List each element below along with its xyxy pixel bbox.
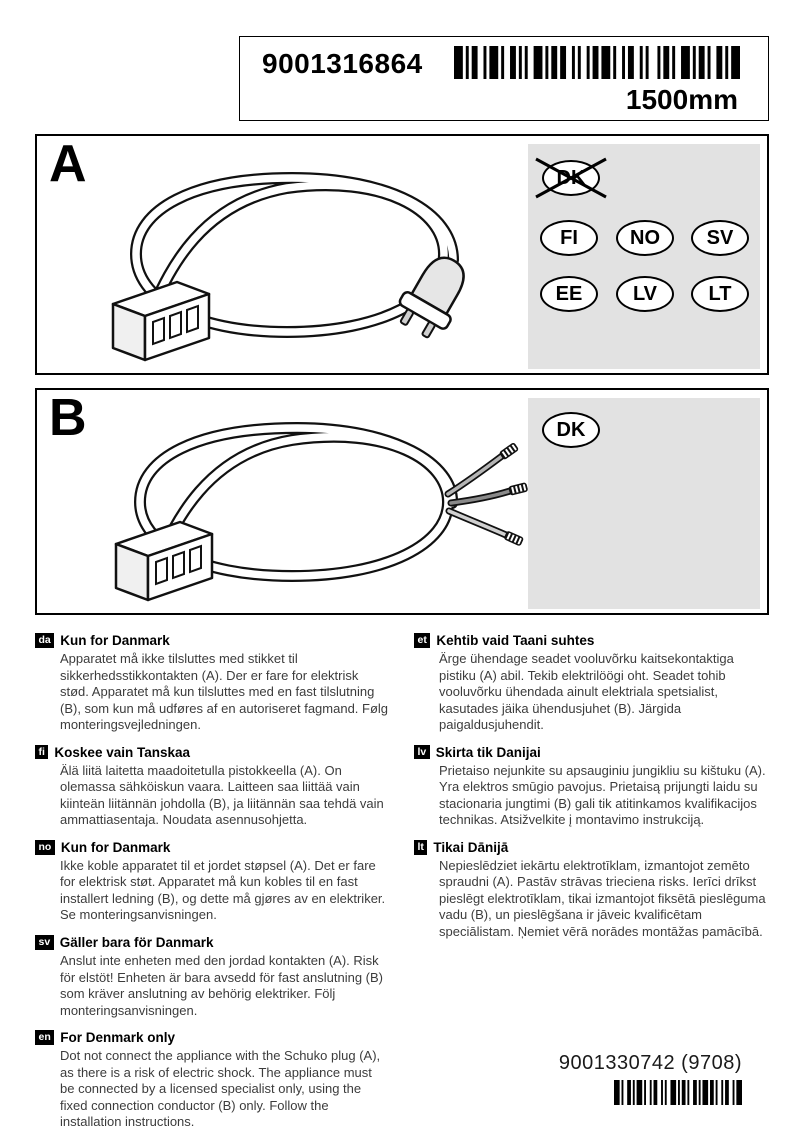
cable-with-bare-wires-illustration (114, 421, 528, 602)
note-body: Prietaiso nejunkite su apsauginiu jungik… (439, 762, 766, 828)
note-body: Anslut inte enheten med den jordad konta… (60, 953, 384, 1018)
language-tag: lv (414, 744, 430, 760)
cable-coil (133, 421, 458, 583)
language-note-no: no Kun for Danmark Ikke koble apparatet … (35, 839, 391, 924)
wire-ferrule (508, 482, 528, 496)
country-panel-a: DK FI NO SV EE LV LT (528, 144, 760, 369)
wire-ferrule (499, 443, 519, 460)
language-tag: fi (35, 744, 49, 760)
country-badge-lt: LT (691, 276, 749, 312)
language-tag: et (414, 633, 431, 648)
cable-length-label: 1500mm (625, 84, 738, 115)
note-title: For Denmark only (60, 1030, 176, 1046)
note-title: Kun for Danmark (60, 839, 171, 855)
appliance-connector (114, 520, 214, 602)
variant-a-label: A (49, 135, 87, 193)
language-note-et: et Kehtib vaid Taani suhtes Ärge ühendag… (414, 632, 770, 734)
note-body: Älä liitä laitetta maadoitetulla pistokk… (60, 762, 384, 828)
language-note-en: en For Denmark only Dot not connect the … (35, 1029, 391, 1131)
variant-b-box: B (35, 388, 769, 615)
footer-doc-number: 9001330742 (9708) (558, 1052, 742, 1074)
schuko-plug (398, 256, 465, 339)
cable-coil (129, 171, 459, 339)
note-body: Ärge ühendage seadet vooluvõrku kaitseko… (439, 651, 734, 733)
language-tag: en (35, 1030, 55, 1045)
language-tag: da (35, 633, 55, 648)
note-title: Gäller bara för Danmark (59, 934, 214, 950)
notes-left-column: da Kun for Danmark Apparatet må ikke til… (35, 632, 391, 1134)
language-tag: sv (35, 935, 54, 950)
note-body: Nepieslēdziet iekārtu elektrotīklam, izm… (439, 857, 766, 939)
country-panel-b: DK (528, 398, 760, 609)
language-note-da: da Kun for Danmark Apparatet må ikke til… (35, 632, 391, 734)
footer-barcode-icon (614, 1080, 742, 1105)
note-title: Kehtib vaid Taani suhtes (436, 633, 595, 648)
cable-with-schuko-plug-illustration (111, 171, 465, 362)
bare-wire-ends (444, 443, 528, 546)
note-title: Kun for Danmark (60, 633, 170, 648)
language-note-sv: sv Gäller bara för Danmark Anslut inte e… (35, 934, 391, 1019)
appliance-connector (111, 280, 211, 362)
country-badge-fi: FI (540, 220, 598, 256)
language-note-lt: lt Tikai Dānijā Nepieslēdziet iekārtu el… (414, 839, 770, 941)
language-note-fi: fi Koskee vain Tanskaa Älä liitä laitett… (35, 744, 391, 829)
country-badge-no: NO (616, 220, 674, 256)
plug-pin (399, 308, 414, 326)
language-note-lv: lv Skirta tik Danijai Prietaiso nejunkit… (414, 744, 770, 829)
country-badge-ee: EE (540, 276, 598, 312)
header-box: 9001316864 1500mm (239, 36, 769, 121)
note-body: Apparatet må ikke tilsluttes med stikket… (60, 651, 389, 733)
note-title: Tikai Dānijā (433, 839, 509, 855)
plug-pin (421, 321, 436, 339)
note-body: Ikke koble apparatet til et jordet støps… (60, 857, 386, 923)
variant-a-box: A DK (35, 134, 769, 375)
part-number: 9001316864 (262, 48, 423, 79)
variant-b-label: B (49, 389, 87, 447)
country-badge-dk: DK (542, 412, 600, 448)
country-badge-lv: LV (616, 276, 674, 312)
note-body: Dot not connect the appliance with the S… (60, 1048, 381, 1130)
country-badge-dk-crossed: DK (535, 157, 607, 199)
country-badge-dk: DK (542, 160, 600, 196)
wire-ferrule (504, 531, 524, 546)
note-title: Koskee vain Tanskaa (54, 744, 190, 760)
language-tag: lt (414, 840, 428, 855)
country-badge-sv: SV (691, 220, 749, 256)
part-number-barcode-icon (454, 46, 740, 79)
note-title: Skirta tik Danijai (435, 744, 541, 760)
language-tag: no (35, 840, 55, 855)
notes-right-column: et Kehtib vaid Taani suhtes Ärge ühendag… (414, 632, 770, 950)
